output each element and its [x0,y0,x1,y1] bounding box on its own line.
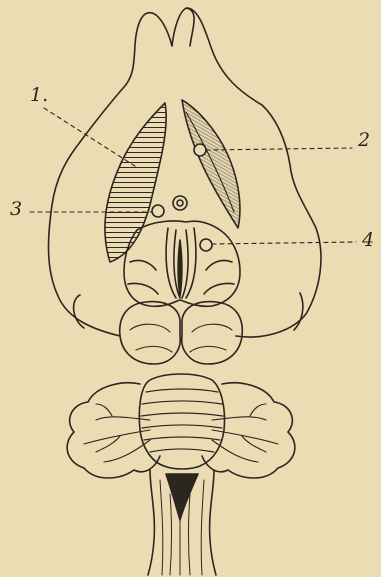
bulb-right [182,302,243,364]
label-2: 2 [358,131,370,150]
point-3-marker [152,205,164,217]
lobe-contour-right [204,260,234,294]
leader-line-4 [212,242,356,244]
point-4-marker [200,239,212,251]
lobe-contour-left [128,260,158,294]
label-3: 3 [10,200,22,219]
point-2-marker [194,144,206,156]
arbor-right [212,404,278,462]
rib-lines [141,389,223,452]
label-4: 4 [362,231,374,250]
midbrain-fissure [178,240,182,296]
central-ribbed-body [139,374,224,469]
bulb-left [120,302,181,364]
label-1: 1. [30,86,48,105]
region-1-hatched [105,103,166,262]
leader-line-2 [206,148,352,150]
central-pore-outer [173,196,187,210]
